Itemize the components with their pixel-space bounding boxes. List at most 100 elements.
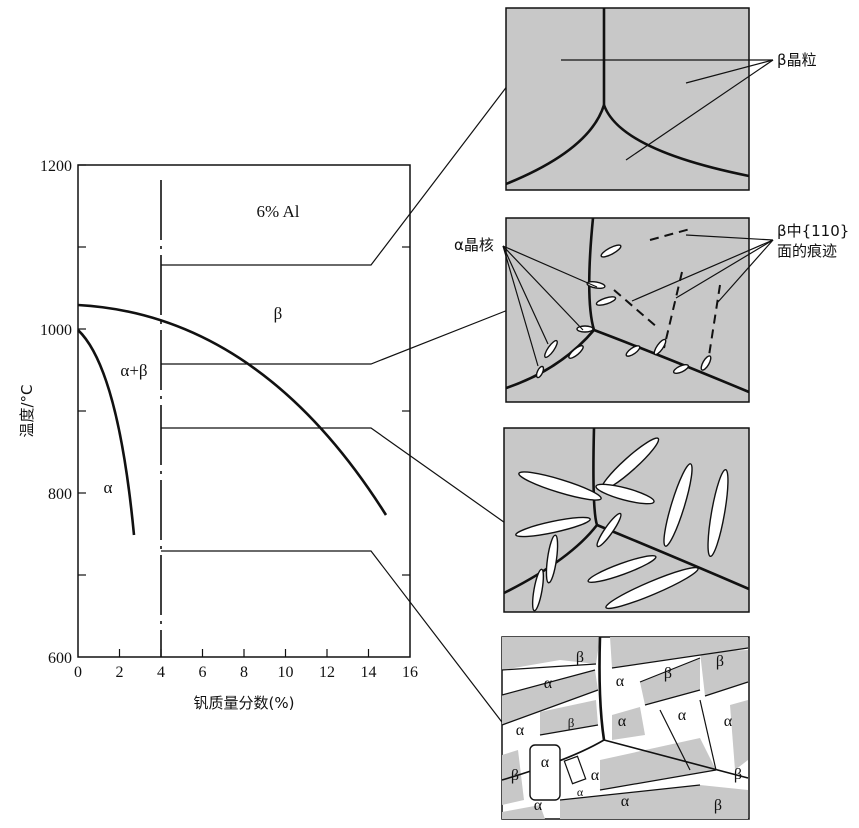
phase-label: α <box>724 713 733 730</box>
beta-region <box>560 785 748 819</box>
alpha-nucleus <box>595 296 617 306</box>
beta-transus-curve <box>77 303 388 516</box>
leader-line <box>625 59 774 161</box>
y-axis-label: 温度/°C <box>18 384 36 437</box>
alpha-plate <box>531 568 545 612</box>
phase-label: α <box>534 797 543 814</box>
phase-diagram: 1200 1000 800 600 温度/°C 0 2 4 6 8 10 12 … <box>18 84 509 731</box>
alpha-plate <box>605 566 699 610</box>
plane-trace <box>613 289 659 329</box>
leader-line <box>502 245 598 288</box>
phase-label: α <box>577 785 584 799</box>
beta-region <box>502 805 545 819</box>
plate-edge <box>539 724 599 736</box>
grain-boundary <box>503 524 599 595</box>
alpha-nucleus <box>586 280 606 290</box>
plane-trace <box>707 284 721 363</box>
x-axis-label: 钒质量分数(%) <box>194 694 295 712</box>
alpha-solvus-curve <box>77 329 136 536</box>
alpha-plate <box>663 463 693 547</box>
alpha-nucleus <box>653 338 667 356</box>
region-label-beta: β <box>274 304 283 323</box>
x-tick-label: 6 <box>199 664 207 681</box>
plate-edge <box>501 663 597 671</box>
phase-label: β <box>714 797 722 814</box>
plate-edge <box>599 769 717 791</box>
grain-boundary <box>596 523 750 591</box>
plane-trace <box>663 271 683 349</box>
plate-edge <box>644 689 701 706</box>
x-tick-label: 8 <box>240 664 248 681</box>
grain-boundary <box>501 739 605 781</box>
y-tick-label: 1200 <box>40 158 72 175</box>
callout-alpha-nuclei: α晶核 <box>454 236 494 254</box>
alpha-plate <box>545 534 559 584</box>
y-tick-label: 1000 <box>40 322 72 339</box>
beta-region <box>612 707 645 740</box>
beta-region <box>600 738 716 790</box>
leader-line <box>502 245 549 345</box>
x-tick-label: 10 <box>278 664 294 681</box>
x-tick-label: 2 <box>116 664 124 681</box>
panel-final-structure: β α α β β α β α α α α β α α β α α β <box>501 636 750 820</box>
x-tick-label: 4 <box>157 664 165 681</box>
phase-label: α <box>616 673 625 690</box>
grain-boundary <box>593 328 750 394</box>
phase-label: α <box>541 754 550 771</box>
y-tick-label: 600 <box>48 650 72 667</box>
alpha-plate <box>515 516 591 538</box>
plot-frame <box>77 164 411 658</box>
leader-line <box>675 239 774 299</box>
x-axis: 0 2 4 6 8 10 12 14 16 钒质量分数(%) <box>74 649 418 712</box>
y-axis: 1200 1000 800 600 温度/°C <box>18 158 410 667</box>
phase-label: α <box>678 707 687 724</box>
alpha-nucleus <box>535 365 545 379</box>
alpha-plate <box>587 554 657 584</box>
x-tick-label: 12 <box>319 664 335 681</box>
plate-edge <box>501 669 596 696</box>
grain-boundary <box>598 636 606 741</box>
level-line-4 <box>161 550 509 731</box>
region-label-alloy: 6% Al <box>257 202 300 221</box>
alpha-nucleus <box>625 345 641 357</box>
level-line-3 <box>161 427 509 526</box>
region-label-alpha: α <box>104 478 113 497</box>
phase-label: α <box>544 675 553 692</box>
beta-region <box>640 658 700 705</box>
leader-line <box>717 239 774 303</box>
plate-edge <box>559 784 701 801</box>
phase-label: β <box>576 649 584 666</box>
phase-label: α <box>516 722 525 739</box>
plate-edge <box>659 709 691 771</box>
plate-edge <box>704 681 749 697</box>
plate-edge <box>699 699 717 771</box>
x-tick-label: 0 <box>74 664 82 681</box>
plate-edge <box>639 657 701 683</box>
phase-label: β <box>568 715 575 730</box>
phase-label: α <box>621 793 630 810</box>
phase-label: β <box>716 653 724 670</box>
leader-line <box>685 234 774 241</box>
alpha-nucleus <box>600 244 622 258</box>
micrograph-panel <box>505 7 750 191</box>
phase-label: β <box>511 767 519 784</box>
phase-label: α <box>618 713 627 730</box>
x-tick-label: 16 <box>402 664 418 681</box>
micrograph-panel <box>505 217 750 403</box>
phase-label: α <box>591 767 600 784</box>
leader-line <box>631 239 774 302</box>
panel-alpha-nucleation <box>502 217 774 403</box>
alpha-block <box>529 744 561 801</box>
callout-trace-line2: 面的痕迹 <box>777 242 837 260</box>
beta-region <box>700 650 748 696</box>
panel-beta-grains <box>505 7 774 191</box>
alpha-nucleus <box>568 345 584 359</box>
beta-region <box>610 637 748 668</box>
phase-label: β <box>664 665 672 682</box>
region-label-alpha-beta: α+β <box>120 361 147 380</box>
grain-boundary <box>505 329 595 390</box>
leader-line <box>685 59 774 84</box>
beta-region <box>730 700 748 770</box>
alpha-plate <box>596 512 622 548</box>
